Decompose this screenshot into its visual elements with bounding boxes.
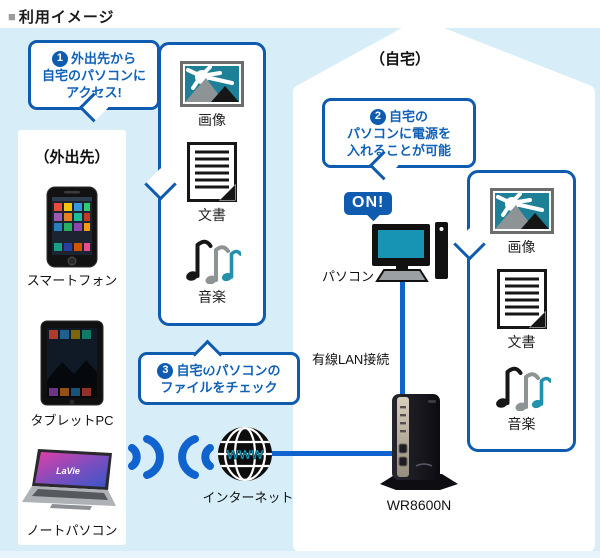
internet-cable-line [268,451,396,456]
content-item-music: 音楽 [183,236,241,307]
document-icon [496,268,547,329]
callout-check-files: 3 自宅のパソコンの ファイルをチェック [138,339,300,406]
section-marker-icon: ■ [8,9,16,24]
wifi-signal-icon [128,435,214,479]
home-content-item-images: 画像 [489,188,554,257]
content-label-documents: 文書 [198,206,226,223]
power-on-text: ON! [352,194,385,211]
home-content-label-images: 画像 [507,239,536,256]
callout-2-line-2: パソコンに電源を [346,126,451,142]
laptop-brand-text: LaVie [56,466,80,476]
internet-label: インターネット [202,490,294,505]
content-label-images: 画像 [198,111,226,128]
image-icon [180,60,244,107]
music-icon [186,240,241,285]
callout-2-line-3: 入れることが可能 [346,143,451,159]
tablet-label: タブレットPC [30,413,114,428]
away-area-label: （外出先） [34,149,110,166]
shared-content-box: 画像 文書 音楽 [144,42,266,326]
callout-power-on: 2 自宅の パソコンに電源を 入れることが可能 [322,98,476,181]
home-area-label: （自宅） [369,51,430,68]
power-on-badge: ON! [344,192,393,222]
music-icon [495,366,551,411]
content-label-music: 音楽 [198,289,226,306]
bottom-strip [0,551,600,558]
home-content-label-music: 音楽 [507,415,536,432]
tablet-icon [40,320,104,406]
page-header [0,0,600,28]
content-item-images: 画像 [180,60,244,130]
home-content-label-documents: 文書 [507,333,536,350]
laptop-icon: LaVie [22,449,116,510]
callout-1-line-2: 自宅のパソコンに [41,68,146,84]
laptop-label: ノートパソコン [26,523,118,538]
content-item-documents: 文書 [187,141,237,225]
wired-lan-label: 有線LAN接続 [312,352,390,367]
callout-3-line-1: 自宅のパソコンの [176,363,281,378]
home-content-item-documents: 文書 [496,268,547,352]
router-label: WR8600N [386,497,452,513]
callout-1-line-1: 外出先から [70,51,136,66]
www-text: WWW [227,447,265,462]
step-1-badge: 1 [51,50,68,67]
lan-cable-line [400,281,405,408]
step-2-badge: 2 [369,108,386,125]
document-icon [187,141,237,202]
image-icon [489,188,554,235]
callout-1-line-3: アクセス! [35,84,153,101]
smartphone-icon [46,186,98,268]
callout-2-line-1: 自宅の [388,109,428,124]
callout-access-from-outside: 1 外出先から 自宅のパソコンに アクセス! [28,40,160,123]
step-3-badge: 3 [157,362,174,379]
internet-globe-icon: WWW [218,427,272,481]
desktop-pc-icon [372,222,448,282]
home-content-item-music: 音楽 [493,363,551,434]
home-content-box: 画像 文書 音楽 [453,170,576,452]
pc-label: パソコン [321,269,374,284]
router-icon [380,394,458,490]
section-title: ■ 利用イメージ [8,6,115,27]
callout-3-line-2: ファイルをチェック [160,380,278,396]
page-title: 利用イメージ [18,9,115,26]
smartphone-label: スマートフォン [26,273,118,288]
